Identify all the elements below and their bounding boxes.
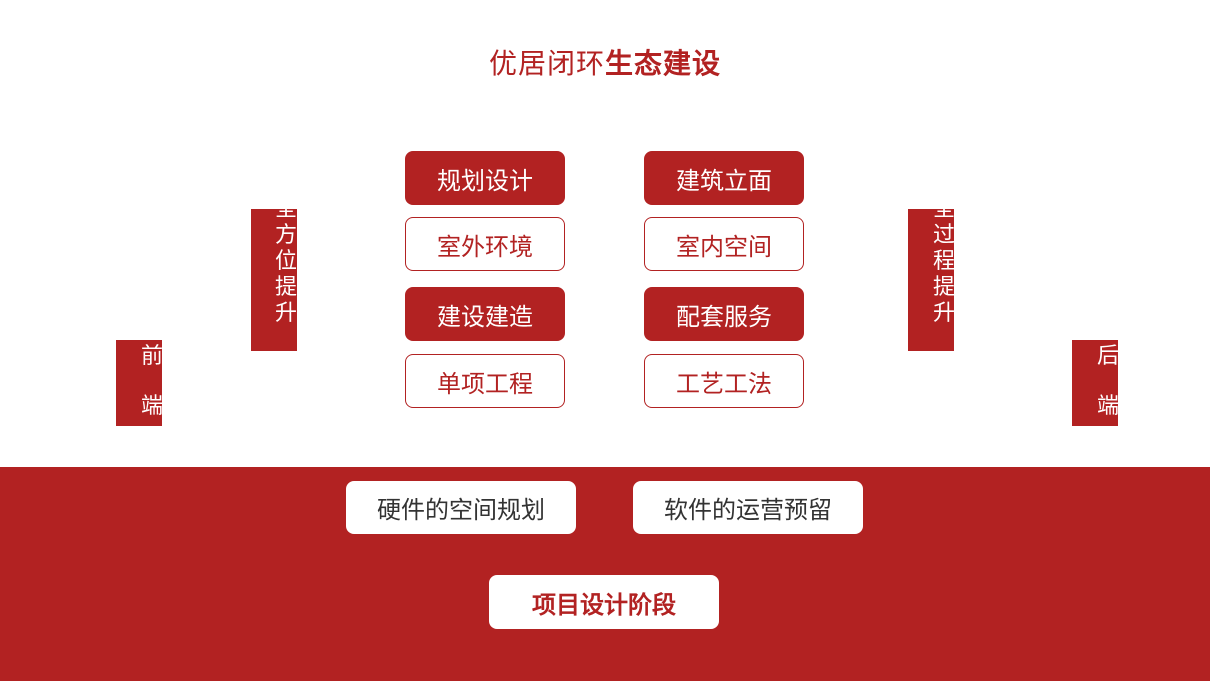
bar-whole-process-improvement: 全过程提升 (908, 209, 954, 351)
bar-front-end: 前端 (116, 340, 162, 426)
box-interior-space: 室内空间 (644, 217, 804, 271)
bar-all-round-improvement: 全方位提升 (251, 209, 297, 351)
bar-back-end-text: 后端 (1096, 344, 1118, 419)
box-software-operation-reserve: 软件的运营预留 (633, 481, 863, 534)
box-planning-design: 规划设计 (405, 151, 565, 205)
box-project-design-stage: 项目设计阶段 (489, 575, 719, 629)
box-supporting-services: 配套服务 (644, 287, 804, 341)
box-construction: 建设建造 (405, 287, 565, 341)
box-building-facade: 建筑立面 (644, 151, 804, 205)
box-single-project: 单项工程 (405, 354, 565, 408)
title-normal: 优居闭环 (488, 47, 605, 80)
bar-front-end-text: 前端 (140, 344, 162, 419)
page-title: 优居闭环生态建设 (0, 42, 1210, 82)
box-craft-methods: 工艺工法 (644, 354, 804, 408)
bar-back-end: 后端 (1072, 340, 1118, 426)
bottom-band (0, 467, 1210, 681)
bar-all-round-improvement-text: 全方位提升 (274, 209, 297, 326)
bar-whole-process-improvement-text: 全过程提升 (932, 209, 954, 326)
title-bold: 生态建设 (605, 47, 722, 80)
box-outdoor-environment: 室外环境 (405, 217, 565, 271)
box-hardware-space-planning: 硬件的空间规划 (346, 481, 576, 534)
